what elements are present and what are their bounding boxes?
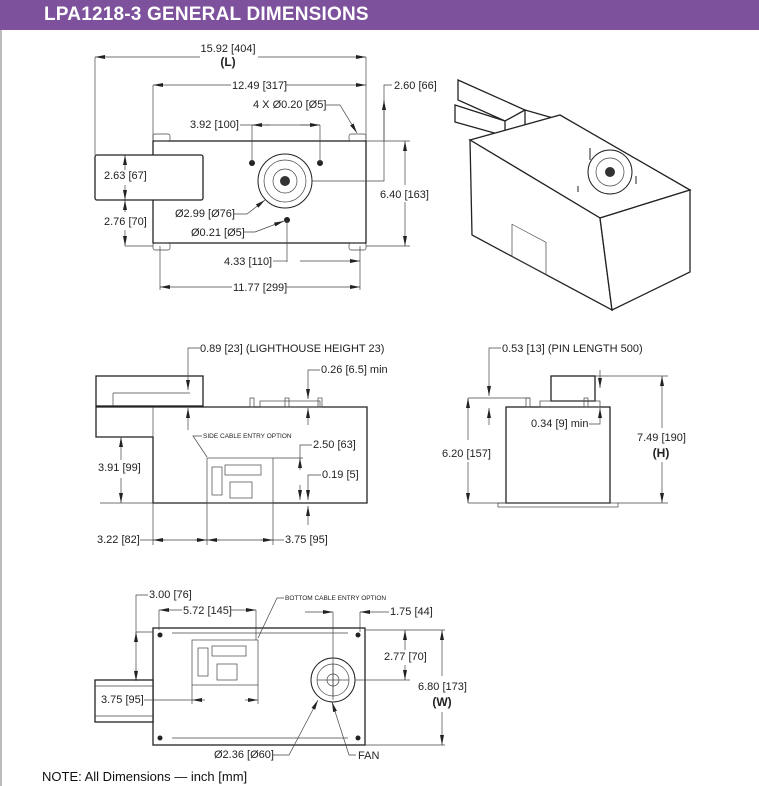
dim-overall-width: 6.80 [173] xyxy=(418,681,467,693)
dim-panel-height: 2.50 [63] xyxy=(313,439,356,451)
dim-fan-offset-y: 2.77 [70] xyxy=(384,651,427,663)
dim-fan-offset-x: 1.75 [44] xyxy=(390,606,433,618)
dim-cable-offset: 2.76 [70] xyxy=(104,216,147,228)
dimensions-note: NOTE: All Dimensions — inch [mm] xyxy=(42,769,248,784)
bottom-view: 3.00 [76] 5.72 [145] BOTTOM CABLE ENTRY … xyxy=(94,589,467,762)
page-title: LPA1218-3 GENERAL DIMENSIONS xyxy=(44,4,369,25)
bottom-body xyxy=(152,627,366,746)
dim-small-hole-offset: 4.33 [110] xyxy=(224,256,272,268)
dim-height-symbol: (H) xyxy=(653,446,670,460)
dim-cable-height: 3.91 [99] xyxy=(98,462,141,474)
page-header: LPA1218-3 GENERAL DIMENSIONS xyxy=(0,0,759,30)
dim-width-symbol: (W) xyxy=(432,695,451,709)
dim-pin-length: 0.53 [13] (PIN LENGTH 500) xyxy=(502,343,643,355)
dim-panel-width-bottom: 5.72 [145] xyxy=(183,605,232,617)
side-view: 0.89 [23] (LIGHTHOUSE HEIGHT 23) 0.26 [6… xyxy=(95,343,388,546)
end-view: 0.53 [13] (PIN LENGTH 500) 6.20 [157] 0.… xyxy=(442,343,686,508)
label-side-cable-entry: SIDE CABLE ENTRY OPTION xyxy=(203,433,292,440)
dim-cable-width-bottom: 3.75 [95] xyxy=(101,694,144,706)
dim-foot-spacing: 11.77 [299] xyxy=(233,282,287,294)
dim-small-hole: Ø0.21 [Ø5] xyxy=(191,227,245,239)
dim-fan-diameter: Ø2.36 [Ø60] xyxy=(214,749,274,761)
side-lighthouse-bar xyxy=(95,375,204,407)
dim-cable-width: 2.63 [67] xyxy=(104,170,147,182)
label-fan: FAN xyxy=(358,750,379,762)
dim-panel-offset: 0.19 [5] xyxy=(322,469,359,481)
top-view: 15.92 [404] (L) 12.49 [317] 2.60 [66] 4 … xyxy=(94,43,437,294)
end-body xyxy=(505,406,611,504)
dim-length-symbol: (L) xyxy=(220,55,235,69)
isometric-view xyxy=(454,78,692,312)
dim-body-height: 6.20 [157] xyxy=(442,448,491,460)
dim-hole-spacing: 3.92 [100] xyxy=(190,119,239,131)
dim-panel-left: 3.22 [82] xyxy=(97,534,140,546)
dim-lighthouse-height: 0.89 [23] (LIGHTHOUSE HEIGHT 23) xyxy=(200,343,384,355)
bottom-cable-box xyxy=(94,679,154,723)
dim-overall-length: 15.92 [404] xyxy=(200,43,255,55)
dim-light-offset: 2.60 [66] xyxy=(394,80,437,92)
top-cable-box xyxy=(94,154,204,201)
dim-panel-width-side: 3.75 [95] xyxy=(285,534,328,546)
label-bottom-cable-entry: BOTTOM CABLE ENTRY OPTION xyxy=(285,595,386,602)
dim-body-length: 12.49 [317] xyxy=(232,80,287,92)
left-border xyxy=(0,30,2,786)
dim-mount-holes: 4 X Ø0.20 [Ø5] xyxy=(253,99,326,111)
bottom-cable-panel xyxy=(191,639,259,686)
dim-pin-min-end: 0.34 [9] min xyxy=(531,418,588,430)
dim-pin-min-side: 0.26 [6.5] min xyxy=(321,364,388,376)
dim-light-diameter: Ø2.99 [Ø76] xyxy=(175,208,235,220)
dim-overall-height: 7.49 [190] xyxy=(637,432,686,444)
dim-cable-offset-bottom: 3.00 [76] xyxy=(149,589,192,601)
side-cable-panel xyxy=(206,457,274,504)
dim-body-width: 6.40 [163] xyxy=(380,189,429,201)
